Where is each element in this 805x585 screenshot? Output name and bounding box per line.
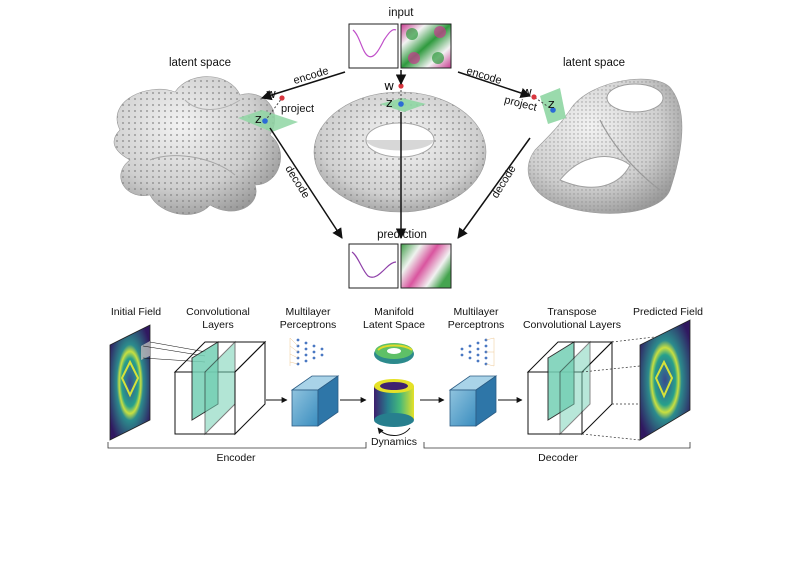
input-label: input bbox=[388, 7, 414, 19]
prediction-field-panel bbox=[400, 243, 452, 289]
right-latent-surface bbox=[527, 78, 683, 214]
latent-right-label: latent space bbox=[562, 57, 625, 69]
prediction-curve bbox=[351, 251, 397, 278]
conv-layers-label: Convolutional Layers bbox=[178, 306, 258, 332]
w-right-symbol: w bbox=[522, 84, 533, 99]
initial-field-image bbox=[109, 324, 151, 441]
mlp-left-label: Multilayer Perceptrons bbox=[268, 306, 348, 332]
decoder-bracket bbox=[423, 442, 691, 449]
mlp-left-line1: Multilayer bbox=[285, 306, 331, 318]
input-curve-panel bbox=[348, 23, 399, 69]
manifold-cylinder-icon bbox=[374, 379, 414, 427]
mlp-right-line1: Multilayer bbox=[453, 306, 499, 318]
w-center-symbol: w bbox=[384, 78, 395, 93]
transpose-conv-box bbox=[526, 340, 614, 436]
input-field-blobs bbox=[406, 26, 446, 64]
manifold-line2: Latent Space bbox=[363, 319, 425, 331]
mlp-right-label: Multilayer Perceptrons bbox=[436, 306, 516, 332]
mlp-right-neurons bbox=[460, 338, 488, 366]
w-left-symbol: w bbox=[266, 86, 277, 101]
z-left-symbol: z bbox=[255, 111, 262, 126]
mlp-right-line2: Perceptrons bbox=[447, 319, 505, 331]
transpose-line2: Convolutional Layers bbox=[522, 319, 622, 331]
encode-arrow-right bbox=[457, 71, 531, 98]
right-tangent-plane bbox=[531, 88, 566, 124]
z-center-symbol: z bbox=[386, 95, 393, 110]
project-left-label: project bbox=[281, 103, 315, 115]
center-torus bbox=[313, 91, 487, 213]
manifold-torus-icon bbox=[374, 343, 414, 364]
conv-layers-box bbox=[173, 340, 267, 436]
prediction-label: prediction bbox=[377, 229, 427, 241]
left-latent-surface bbox=[113, 76, 281, 215]
dynamics-label: Dynamics bbox=[370, 436, 418, 448]
conv-layers-line2: Layers bbox=[202, 319, 234, 331]
latent-left-label: latent space bbox=[168, 57, 231, 69]
initial-field-label: Initial Field bbox=[110, 306, 162, 318]
dynamics-arrow bbox=[377, 427, 411, 436]
left-tangent-plane bbox=[238, 95, 298, 132]
transpose-conv-label: Transpose Convolutional Layers bbox=[512, 306, 632, 332]
encode-arrow-left bbox=[260, 71, 346, 101]
predicted-field-label: Predicted Field bbox=[632, 306, 704, 318]
encoder-bracket bbox=[107, 442, 367, 449]
input-curve bbox=[352, 29, 397, 58]
conv-layers-line1: Convolutional bbox=[186, 306, 250, 318]
mlp-left-neurons bbox=[296, 338, 324, 366]
prediction-curve-panel bbox=[348, 243, 399, 289]
decode-arrow-right bbox=[457, 137, 531, 239]
mlp-left-line2: Perceptrons bbox=[279, 319, 337, 331]
mlp-left-cube bbox=[290, 375, 340, 427]
decoder-label: Decoder bbox=[538, 452, 578, 464]
transpose-line1: Transpose bbox=[547, 306, 597, 318]
predicted-field-image bbox=[639, 319, 691, 441]
z-right-symbol: z bbox=[548, 96, 555, 111]
mlp-right-cube bbox=[448, 375, 498, 427]
manifold-line1: Manifold bbox=[374, 306, 414, 318]
decode-arrow-left bbox=[269, 127, 343, 239]
manifold-label: Manifold Latent Space bbox=[352, 306, 436, 332]
encoder-label: Encoder bbox=[216, 452, 256, 464]
